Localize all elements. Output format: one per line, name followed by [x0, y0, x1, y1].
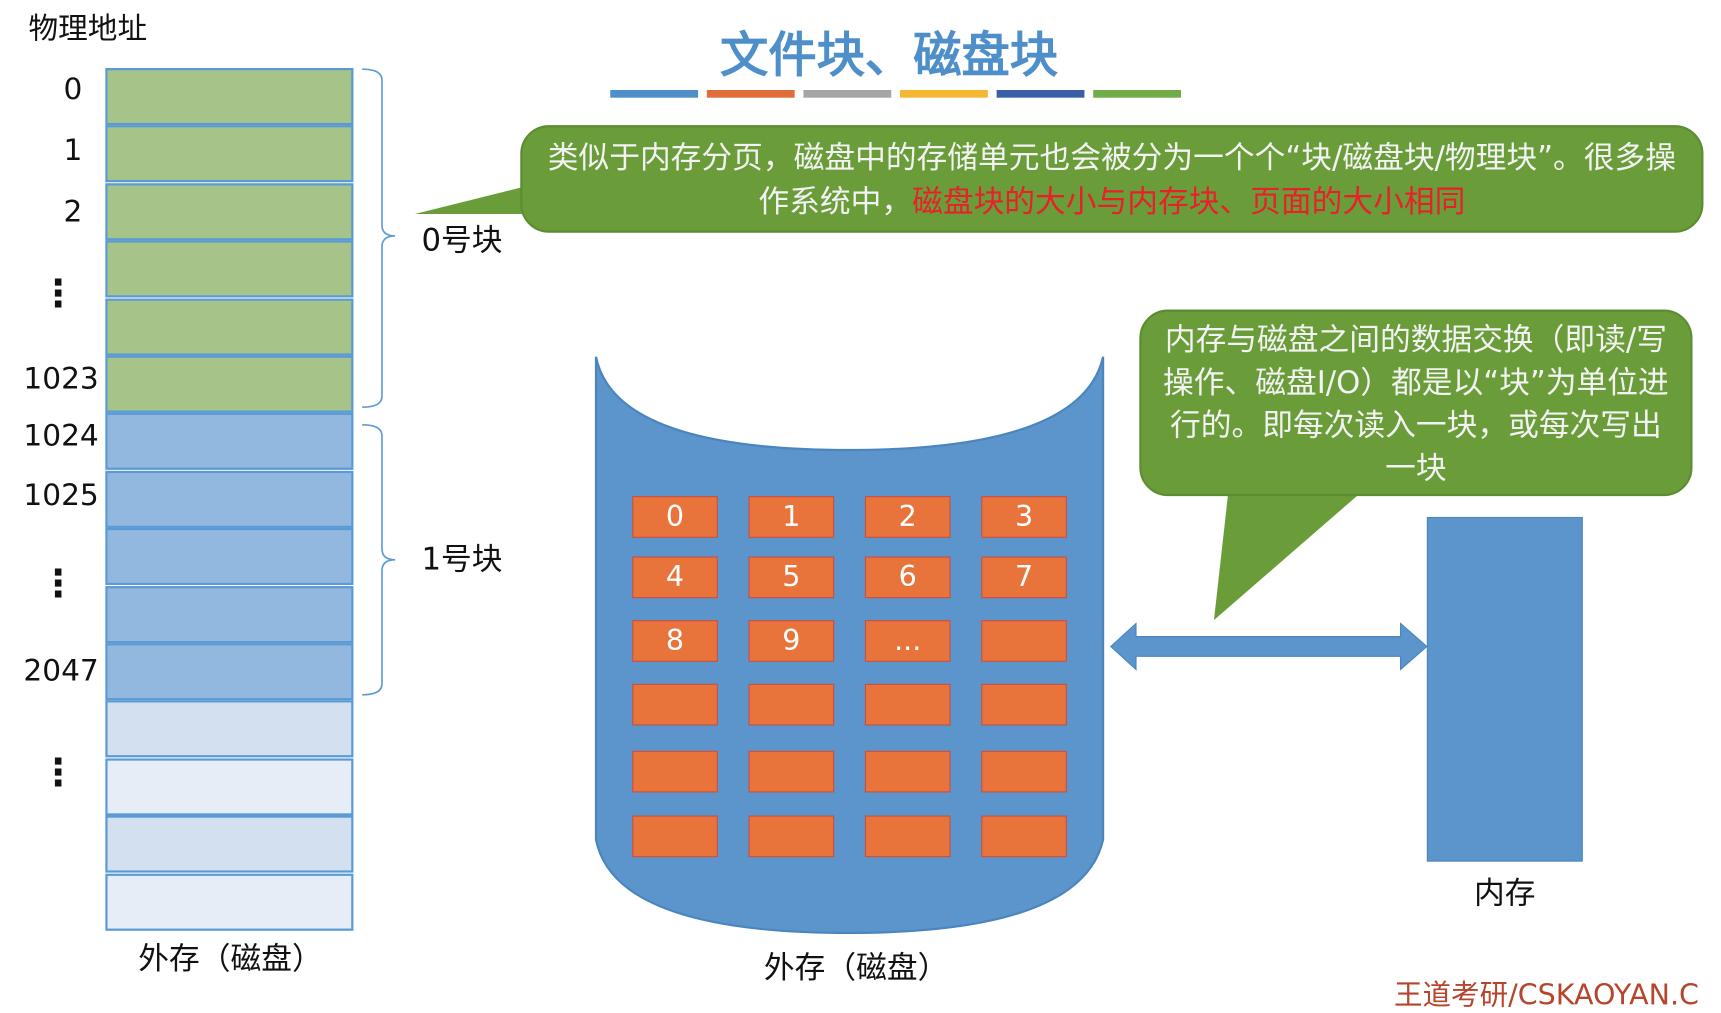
underline-segment [803, 90, 892, 98]
brace-icon-block1 [362, 423, 396, 696]
address-label: 0 [63, 72, 83, 107]
underline-segment [900, 90, 988, 98]
address-label: 1024 [23, 419, 99, 454]
disk-block [981, 620, 1067, 662]
block1-label: 1号块 [421, 541, 503, 578]
memory-cell [105, 125, 354, 183]
disk-block [981, 815, 1067, 858]
address-label: ⋮ [39, 272, 77, 317]
underline-segment [996, 90, 1085, 98]
address-label: ⋮ [39, 750, 77, 795]
block0-label: 0号块 [421, 221, 503, 258]
disk-block [864, 683, 951, 726]
memory-cell [105, 298, 354, 356]
disk-block [748, 815, 835, 858]
disk-block: 2 [864, 496, 951, 538]
underline-segment [706, 90, 795, 98]
disk-block: 0 [632, 496, 718, 538]
memory-cell [105, 643, 354, 701]
disk-block [632, 815, 718, 858]
disk-block: ... [864, 620, 951, 662]
memory-cell [105, 183, 354, 241]
disk-block [632, 683, 718, 726]
address-label: ⋮ [39, 561, 77, 606]
callout-block-size: 类似于内存分页，磁盘中的存储单元也会被分为一个个“块/磁盘块/物理块”。很多操作… [520, 125, 1704, 233]
bubble2-tail [1213, 482, 1372, 621]
memory-cell [105, 68, 354, 126]
address-label: 2047 [23, 654, 99, 689]
memory-cell [105, 700, 354, 758]
memory-cell [105, 240, 354, 298]
disk-block [981, 750, 1067, 793]
memory-cell [105, 585, 354, 643]
disk-block [748, 683, 835, 726]
memory-cell [105, 815, 354, 873]
physical-address-header: 物理地址 [28, 12, 148, 47]
disk-block [864, 750, 951, 793]
page-title: 文件块、磁盘块 [720, 27, 1059, 84]
disk-caption: 外存（磁盘） [763, 949, 949, 986]
address-label: 1023 [23, 362, 99, 397]
callout-highlight: 磁盘块的大小与内存块、页面的大小相同 [912, 183, 1466, 220]
watermark: 王道考研/CSKAOYAN.C [1393, 979, 1699, 1012]
disk-block: 4 [632, 556, 718, 599]
bubble1-tail [414, 186, 525, 215]
disk-block: 1 [748, 496, 835, 538]
memory-cell [105, 758, 354, 816]
double-arrow-icon [1109, 622, 1428, 671]
memory-cell [105, 470, 354, 528]
disk-block [748, 750, 835, 793]
memory-cell [105, 413, 354, 471]
brace-icons [362, 68, 396, 696]
address-label: 1025 [23, 478, 99, 513]
disk-cylinder-icon [594, 356, 1105, 935]
disk-block: 9 [748, 620, 835, 662]
underline-segment [610, 90, 699, 98]
underline-segment [1093, 90, 1182, 98]
left-caption: 外存（磁盘） [138, 940, 323, 977]
address-label: 1 [63, 133, 83, 168]
callout-text: 类似于内存分页，磁盘中的存储单元也会被分为一个个“块/磁盘块/物理块”。很多操作… [547, 139, 1676, 220]
disk-block: 8 [632, 620, 718, 662]
memory-caption: 内存 [1474, 874, 1536, 912]
callout-io-unit: 内存与磁盘之间的数据交换（即读/写操作、磁盘I/O）都是以“块”为单位进行的。即… [1139, 309, 1693, 497]
disk-block: 5 [748, 556, 835, 599]
disk-block [632, 750, 718, 793]
memory-cell [105, 355, 354, 413]
memory-cell [105, 528, 354, 586]
disk-block [864, 815, 951, 858]
brace-icon-block0 [362, 68, 396, 409]
disk-block: 3 [981, 496, 1067, 538]
disk-block: 6 [864, 556, 951, 599]
memory-cell [105, 873, 354, 931]
disk-block: 7 [981, 556, 1067, 599]
address-label: 2 [63, 195, 83, 230]
disk-block [981, 683, 1067, 726]
memory-box [1426, 516, 1583, 862]
